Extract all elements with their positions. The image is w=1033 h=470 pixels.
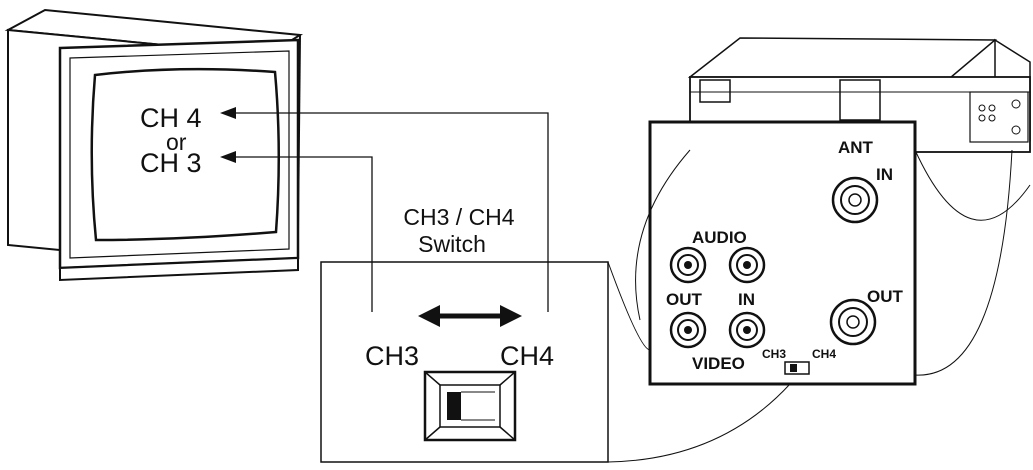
in-label-av: IN — [738, 290, 755, 309]
panel-ch4-label: CH4 — [812, 347, 836, 361]
audio-out-jack — [669, 246, 707, 284]
video-out-jack — [669, 311, 707, 349]
double-arrow-icon — [418, 305, 522, 327]
switch-title-line1: CH3 / CH4 — [403, 204, 514, 230]
tv-bezel-inner — [69, 50, 290, 259]
switch-label-ch4: CH4 — [500, 341, 554, 371]
arrowhead-ch3-icon — [220, 151, 236, 163]
line-ch4 — [236, 112, 549, 312]
vcr-top — [687, 37, 998, 79]
video-in-jack — [728, 311, 766, 349]
switch-title-line2: Switch — [418, 231, 486, 257]
rf-out-label: OUT — [867, 287, 904, 306]
curve-panel-left — [607, 261, 651, 351]
television: CH 4 or CH 3 — [4, 8, 304, 282]
switch-callout: CH3 / CH4 Switch CH3 CH4 — [320, 204, 609, 463]
panel-ch3-label: CH3 — [762, 347, 786, 361]
rf-out-jack — [829, 298, 877, 346]
line-ch3 — [236, 156, 373, 312]
panel-ch-switch — [784, 361, 810, 375]
leader-lines — [236, 112, 549, 312]
ant-in-label: IN — [876, 165, 893, 184]
ant-in-jack — [831, 176, 879, 224]
tv-base — [59, 256, 299, 282]
curve-right-top — [914, 149, 1031, 221]
ant-label: ANT — [838, 138, 874, 157]
slide-switch — [423, 370, 517, 442]
vcr-back-panel: ANT IN AUDIO OUT IN — [648, 120, 917, 386]
panel-frame — [648, 120, 917, 386]
tv-or-label: or — [166, 129, 187, 155]
arrowhead-ch4-icon — [220, 107, 236, 119]
tv-channel-b-label: CH 3 — [140, 148, 202, 178]
curve-switch-to-panel — [607, 383, 791, 463]
audio-in-jack — [728, 246, 766, 284]
tv-channel-a-label: CH 4 — [140, 103, 202, 133]
switch-knob — [447, 392, 461, 420]
curve-top-to-panel — [635, 149, 691, 321]
video-label: VIDEO — [692, 354, 745, 373]
curved-leaders — [607, 149, 1031, 463]
out-label-av: OUT — [666, 290, 703, 309]
audio-label: AUDIO — [692, 228, 747, 247]
curve-right-bottom — [914, 149, 1013, 376]
switch-label-ch3: CH3 — [365, 341, 419, 371]
